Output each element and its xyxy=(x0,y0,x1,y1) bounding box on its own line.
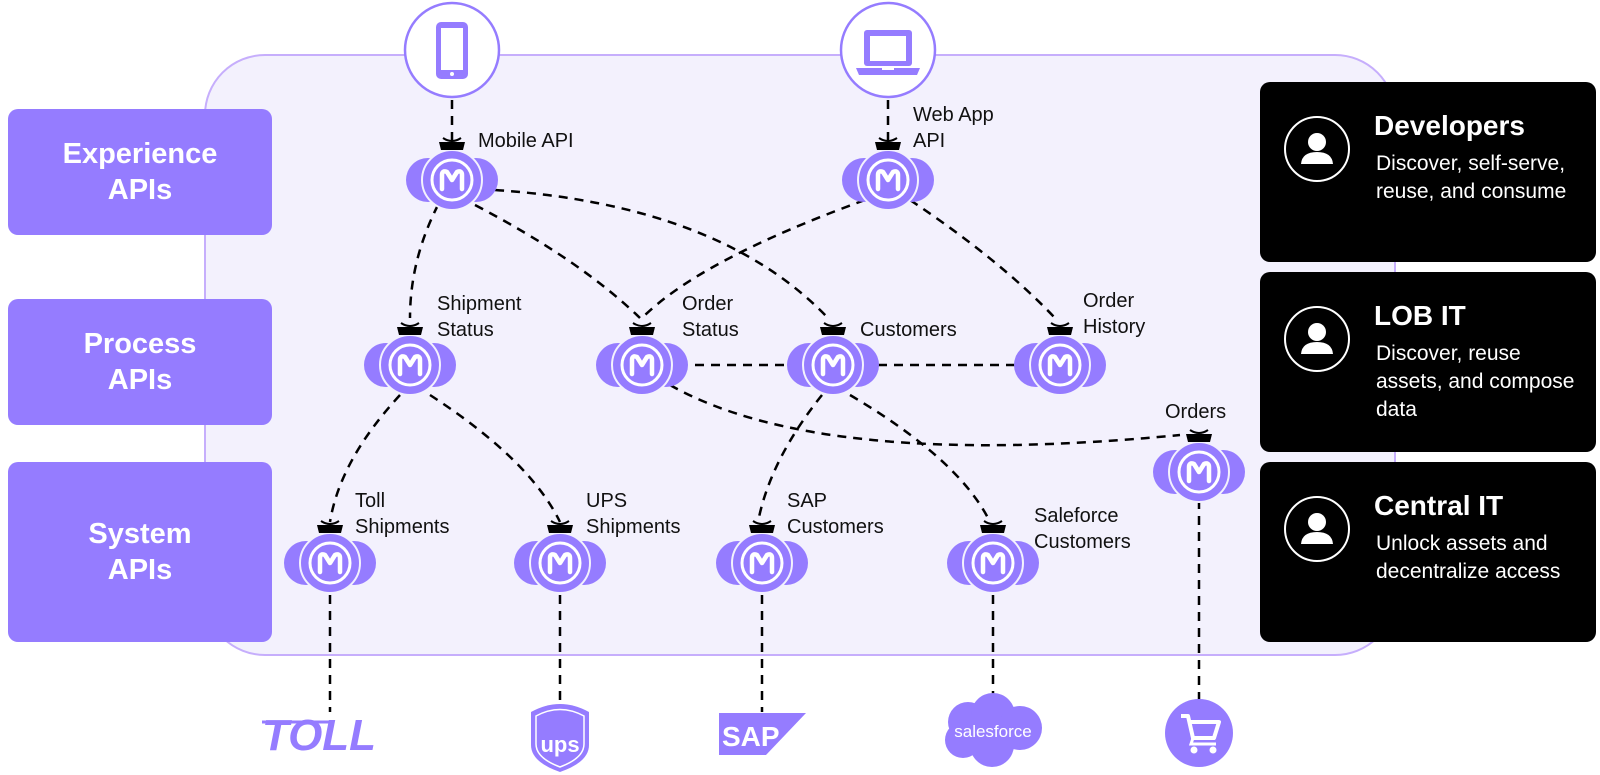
shopping-cart-icon xyxy=(1165,699,1233,767)
link-mobile-orderstatus xyxy=(474,203,641,319)
svg-text:SAP: SAP xyxy=(722,721,780,752)
user-avatar-icon xyxy=(1284,496,1350,562)
persona-description: Unlock assets and decentralize access xyxy=(1376,532,1561,583)
sap-logo: SAP xyxy=(719,713,806,755)
persona-card-lob-it: LOB IT Discover, reuse assets, and compo… xyxy=(1260,272,1596,452)
toll-logo: TOLL xyxy=(262,711,376,760)
link-web-orderhistory xyxy=(909,198,1056,319)
laptop-icon xyxy=(856,30,920,75)
svg-text:TOLL: TOLL xyxy=(262,711,376,760)
link-web-orderstatus xyxy=(641,198,866,319)
label-orders: Orders xyxy=(1165,401,1227,423)
client-web xyxy=(839,1,937,99)
persona-card-developers: Developers Discover, self-serve, reuse, … xyxy=(1260,82,1596,262)
user-avatar-icon xyxy=(1284,116,1350,182)
link-orderstatus-orders xyxy=(669,383,1181,447)
persona-title: LOB IT xyxy=(1374,300,1466,331)
user-avatar-icon xyxy=(1284,306,1350,372)
link-customers-sap xyxy=(756,394,823,523)
link-mobile-customers xyxy=(494,188,829,319)
salesforce-logo: salesforce xyxy=(945,693,1042,767)
svg-text:salesforce: salesforce xyxy=(954,722,1031,741)
client-mobile xyxy=(403,1,501,99)
connectors xyxy=(328,100,1201,712)
link-shipment-toll xyxy=(328,394,401,523)
persona-card-central-it: Central IT Unlock assets and decentraliz… xyxy=(1260,462,1596,642)
persona-title: Developers xyxy=(1374,110,1525,141)
label-mobile-api: Mobile API xyxy=(478,130,574,152)
persona-title: Central IT xyxy=(1374,490,1504,521)
link-shipment-ups xyxy=(429,393,562,523)
mobile-phone-icon xyxy=(436,22,468,79)
ups-logo: ups xyxy=(531,704,589,772)
label-customers: Customers xyxy=(860,319,957,341)
persona-description: Discover, reuse assets, and compose data xyxy=(1376,342,1575,421)
persona-description: Discover, self-serve, reuse, and consume xyxy=(1376,152,1567,203)
svg-text:ups: ups xyxy=(540,732,579,757)
